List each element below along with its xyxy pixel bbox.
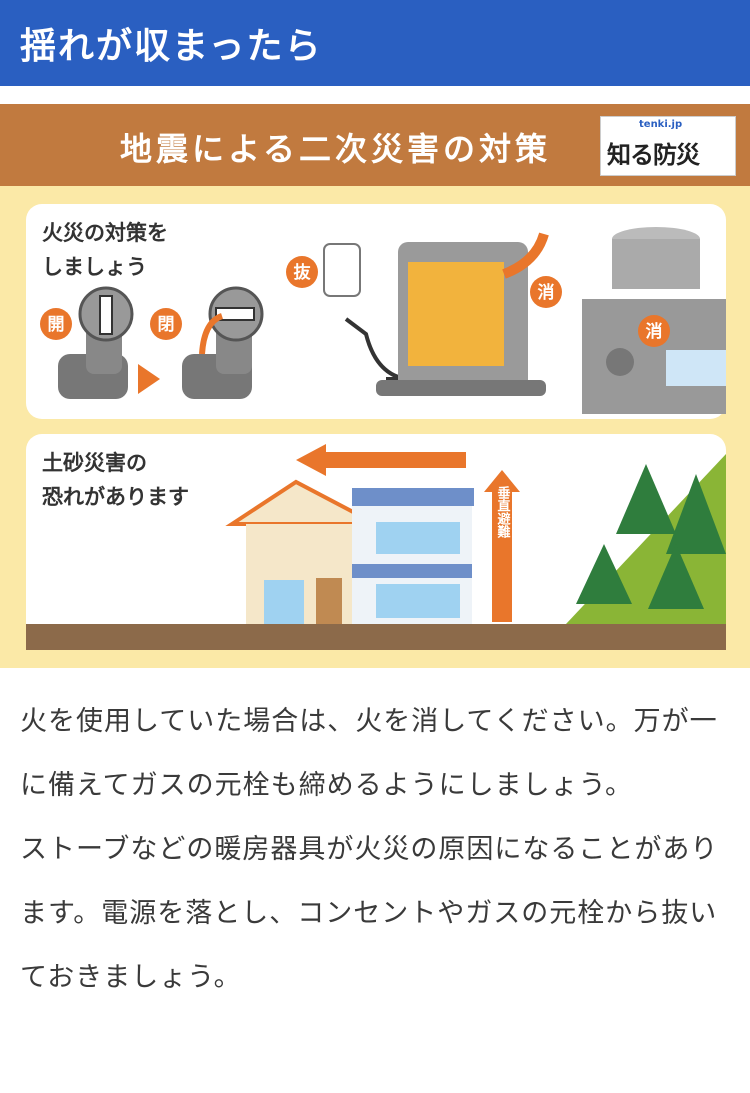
- ground: [26, 624, 726, 650]
- left-arrow-icon: [326, 452, 466, 468]
- illustration-banner: 地震による二次災害の対策 tenki.jp 知る防災: [0, 104, 750, 186]
- badge-unplug: 抜: [294, 262, 312, 283]
- badge-turn-off-stove: 消: [646, 321, 663, 342]
- house-icon: [225, 479, 474, 624]
- trees-icon: [576, 464, 726, 609]
- logo-text: 知る防災: [607, 141, 700, 169]
- heater-arrow-icon: [502, 232, 549, 279]
- up-arrow-icon: [492, 482, 512, 622]
- outlet-icon: [323, 243, 361, 297]
- tenki-logo: tenki.jp 知る防災: [600, 116, 736, 176]
- page-title: 揺れが収まったら: [20, 26, 323, 67]
- heater-icon: [376, 242, 546, 396]
- badge-close: 閉: [158, 315, 175, 335]
- illustration: 地震による二次災害の対策 tenki.jp 知る防災 火災の対策を しましょう …: [0, 104, 750, 668]
- paragraph: ストーブなどの暖房器具が火災の原因になることがあります。電源を落とし、コンセント…: [20, 834, 719, 993]
- stove-pot-icon: [582, 227, 726, 414]
- article-body: 火を使用していた場合は、火を消してください。万が一に備えてガスの元栓も締めるよう…: [20, 690, 732, 1010]
- badge-open: 開: [48, 315, 65, 335]
- illustration-title: 地震による二次災害の対策: [120, 130, 552, 168]
- gas-valve-closed-icon: [182, 286, 264, 399]
- fire-panel-art: 開 閉 抜 消: [40, 227, 726, 414]
- page-header: 揺れが収まったら: [0, 0, 750, 86]
- paragraph: 火を使用していた場合は、火を消してください。万が一に備えてガスの元栓も締めるよう…: [20, 706, 718, 801]
- landslide-panel-heading: 土砂災害の 恐れがあります: [42, 451, 189, 509]
- fire-prevention-panel: 火災の対策を しましょう 開 閉 抜: [26, 204, 726, 419]
- plug-icon: [344, 317, 407, 381]
- landslide-panel: 土砂災害の 恐れがあります: [26, 434, 726, 650]
- landslide-art: 垂直避難: [26, 444, 726, 650]
- fire-panel-heading: 火災の対策を しましょう: [42, 221, 168, 279]
- badge-turn-off-heater: 消: [538, 282, 555, 303]
- vertical-evacuation-label: 垂直避難: [495, 485, 511, 539]
- logo-subtext: tenki.jp: [639, 119, 683, 130]
- arrow-right-icon: [138, 364, 160, 394]
- gas-valve-open-icon: [58, 286, 134, 399]
